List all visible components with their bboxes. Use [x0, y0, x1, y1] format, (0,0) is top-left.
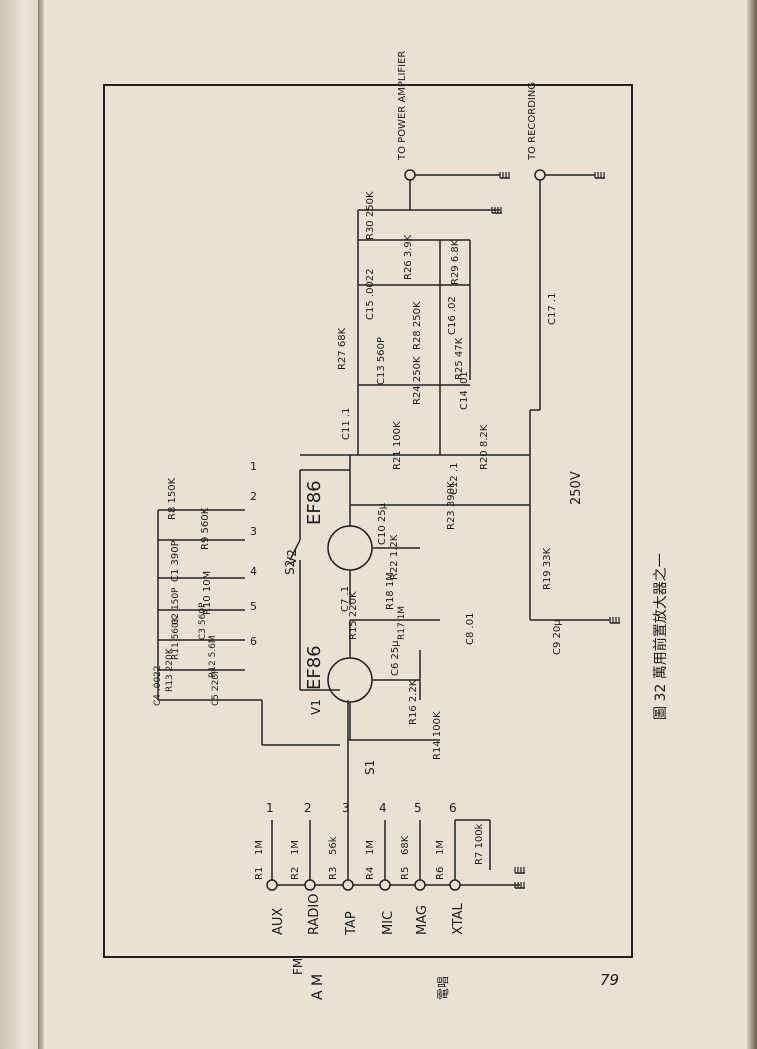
label-c2: C2 150P: [171, 587, 181, 625]
label-r21: R21 100K: [392, 421, 403, 470]
switch-s1: S1: [363, 760, 377, 775]
input-num-3: 3: [342, 801, 350, 815]
power-amp-jack: [404, 169, 416, 181]
label-r27: R27 68K: [337, 327, 348, 370]
label-c8: C8 .01: [465, 613, 476, 645]
label-c10: C10 25μ: [377, 502, 388, 545]
label-r8: R8 150K: [167, 477, 178, 520]
label-r7: R7 100k: [474, 823, 485, 865]
supply-voltage: 250V: [569, 471, 584, 505]
label-c12: C12 .1: [449, 463, 460, 495]
tap-jack: [342, 879, 354, 891]
label-r11: R11 560K: [171, 615, 181, 660]
input-num-4: 4: [379, 801, 387, 815]
label-c17: C17 .1: [547, 293, 558, 325]
label-r19: R19 33K: [542, 547, 553, 590]
r1-part: R1: [254, 867, 265, 880]
book-gutter: [0, 0, 40, 1049]
label-r14: R14 100K: [432, 711, 443, 760]
annotation-handwritten: 電唱: [436, 976, 450, 1000]
label-r29: R29 6.8K: [450, 239, 461, 285]
mag-jack: [414, 879, 426, 891]
label-r10: R10 10M: [202, 571, 213, 615]
annotation-am: A M: [310, 974, 326, 1000]
r5-part: R5: [400, 867, 411, 880]
label-r12: R12 5.6M: [208, 635, 218, 678]
tube-v1-id: V1: [309, 699, 323, 715]
r6-part: R6: [435, 867, 446, 880]
selector-pos-2: 2: [250, 490, 257, 503]
tube-v1-type: EF86: [304, 645, 325, 690]
label-r17: R17 1M: [397, 606, 407, 640]
r1-value: 1M: [254, 840, 265, 855]
selector-pos-1: 1: [250, 460, 257, 473]
page-edge: [747, 0, 757, 1049]
page-number: 79: [600, 971, 619, 989]
label-r30: R30 250K: [365, 191, 376, 240]
label-c9: C9 20μ: [552, 619, 563, 655]
input-mic: MIC: [381, 911, 396, 935]
label-r28: R28 250K: [412, 301, 423, 350]
label-c15: C15 .0022: [365, 268, 376, 320]
input-num-1: 1: [266, 801, 274, 815]
r4-value: 1M: [365, 840, 376, 855]
label-r24: R24 250K: [412, 356, 423, 405]
label-c5: C5 220P: [211, 668, 221, 706]
label-c6: C6 25μ: [390, 640, 401, 676]
label-r25: R25 47K: [454, 337, 465, 380]
caption: 圖 32 萬用前置放大器之一: [652, 553, 669, 720]
r3-value: 56k: [328, 836, 339, 855]
power-amp-label: TO POWER AMPLIFIER: [397, 51, 408, 161]
label-r22: R22 1.2K: [389, 534, 400, 580]
selector-pos-4: 4: [250, 565, 257, 578]
input-mag: MAG: [415, 905, 430, 935]
radio-jack: [304, 879, 316, 891]
label-c1: C1 390P: [170, 540, 181, 582]
recording-label: TO RECORDING: [527, 82, 538, 161]
label-r20: R20 8.2K: [479, 424, 490, 470]
label-r15: R15 220K: [348, 591, 359, 640]
input-radio: RADIO: [307, 894, 322, 935]
label-r26: R26 3.9K: [403, 234, 414, 280]
label-r23: R23 390K: [446, 481, 457, 530]
mic-jack: [379, 879, 391, 891]
label-r9: R9 560K: [200, 507, 211, 550]
label-r16: R16 2.2K: [408, 679, 419, 725]
r2-part: R2: [290, 867, 301, 880]
input-num-2: 2: [304, 801, 312, 815]
tube-v2-id: V2: [285, 549, 299, 565]
selector-pos-3: 3: [250, 525, 257, 538]
annotation-fm: FM: [291, 958, 305, 975]
label-c7: C7 .1: [340, 586, 351, 612]
r6-value: 1M: [435, 840, 446, 855]
r4-part: R4: [365, 867, 376, 880]
r2-value: 1M: [290, 840, 301, 855]
label-c16: C16 .02: [447, 296, 458, 335]
r5-value: 68K: [400, 835, 411, 855]
label-c11: C11 .1: [341, 408, 352, 440]
label-r18: R18 1M: [385, 572, 396, 610]
selector-pos-6: 6: [250, 635, 257, 648]
input-xtal: XTAL: [451, 902, 466, 935]
input-aux: AUX: [271, 908, 286, 935]
selector-pos-5: 5: [250, 600, 257, 613]
switch-s2: S2: [283, 560, 297, 575]
label-c13: C13 560P: [376, 337, 387, 385]
input-tap: TAP: [344, 911, 359, 936]
tube-v2-type: EF86: [304, 480, 325, 525]
input-num-5: 5: [414, 801, 422, 815]
xtal-jack: [449, 879, 461, 891]
aux-jack: [266, 879, 278, 891]
book-binding: [38, 0, 44, 1049]
schematic-frame: [103, 84, 633, 958]
input-num-6: 6: [449, 801, 457, 815]
recording-jack: [534, 169, 546, 181]
label-c3: C3 560P: [198, 602, 208, 640]
r3-part: R3: [328, 867, 339, 880]
label-c4: C4 .0022: [153, 665, 163, 706]
label-c14: C14 .01: [459, 371, 470, 410]
label-r13: R13 220K: [165, 647, 175, 692]
